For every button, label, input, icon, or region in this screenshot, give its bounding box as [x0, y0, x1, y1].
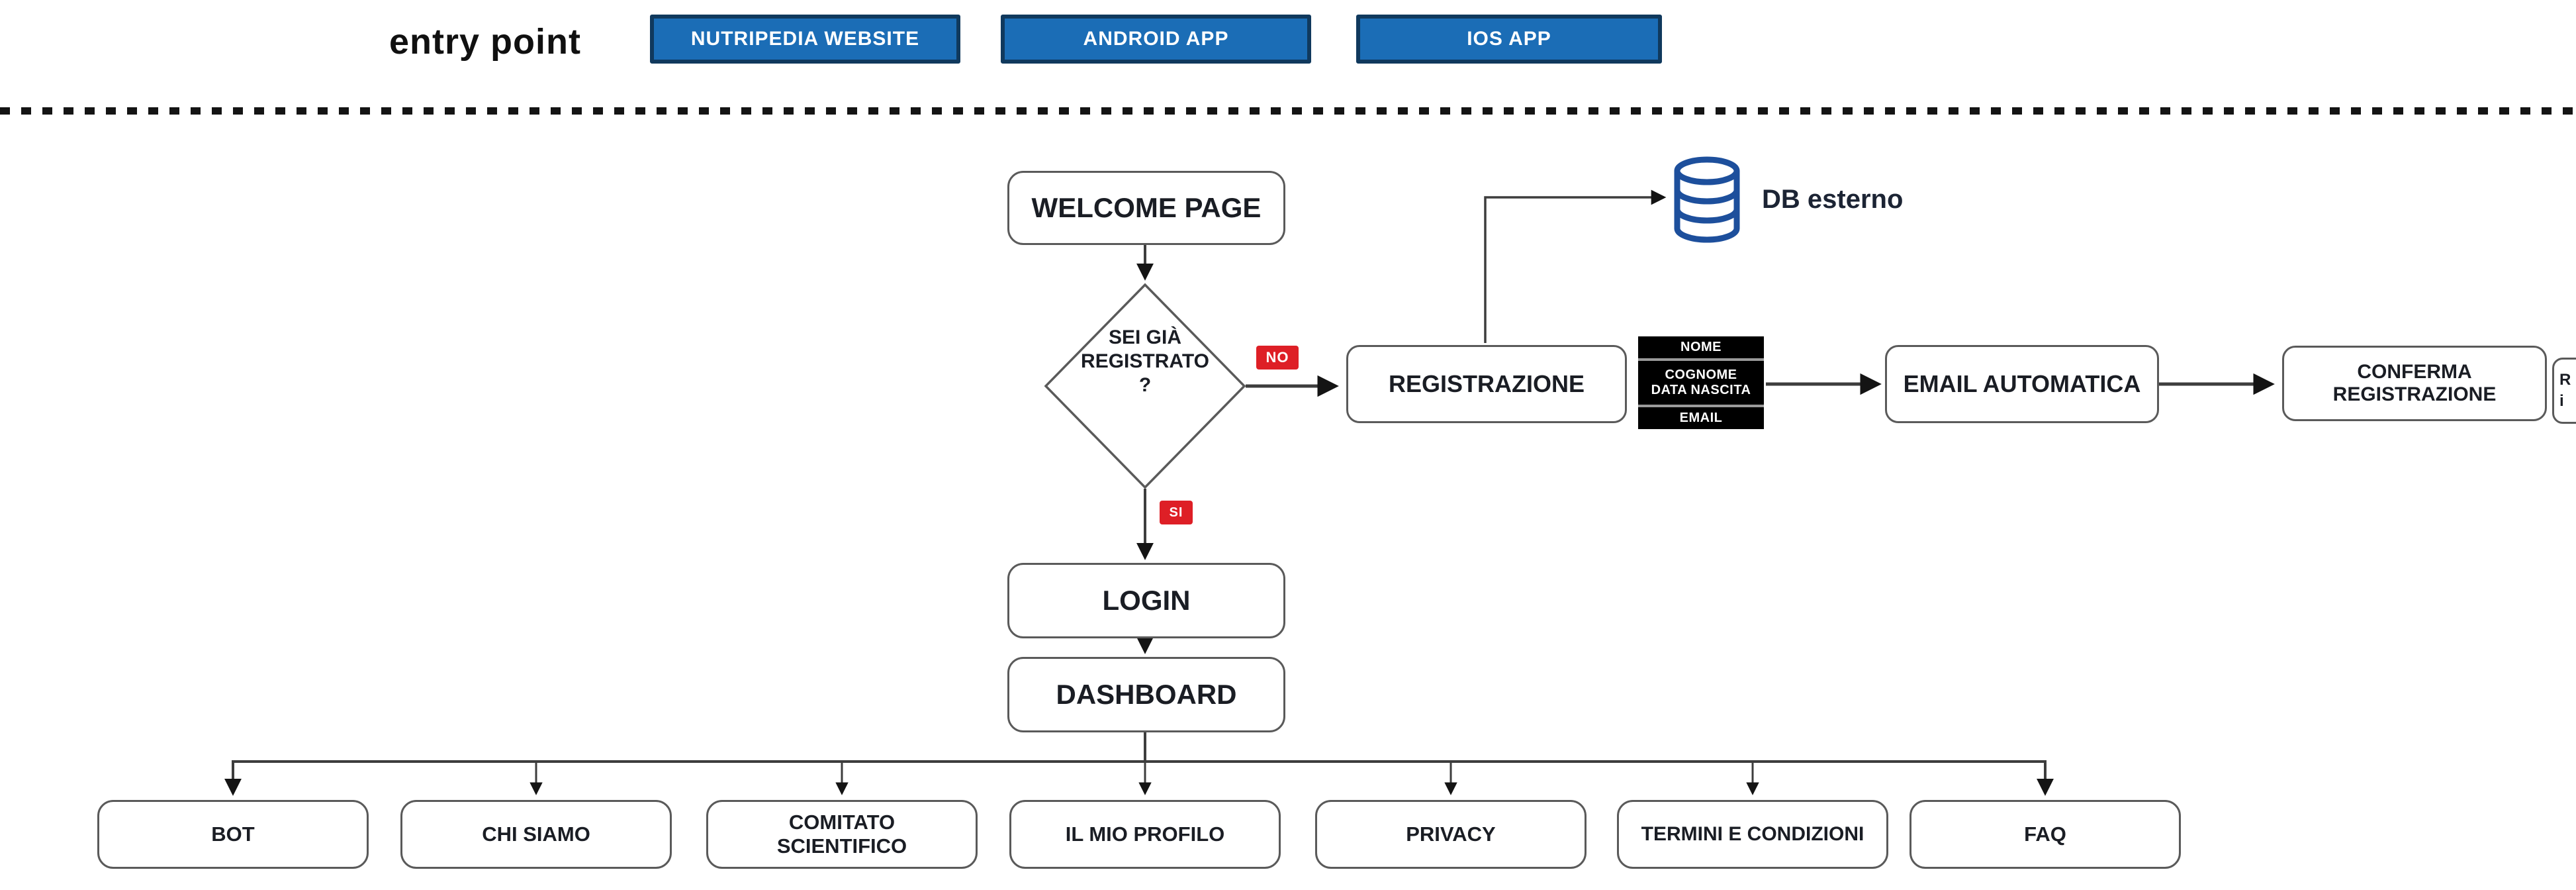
branch-label-si: SI	[1160, 501, 1193, 524]
node-registrazione: REGISTRAZIONE	[1346, 345, 1627, 423]
node-welcome-page: WELCOME PAGE	[1007, 171, 1285, 245]
field-row: NOME	[1638, 336, 1764, 358]
database-icon	[1674, 156, 1740, 243]
node-email-automatica: EMAIL AUTOMATICA	[1885, 345, 2159, 423]
field-row: EMAIL	[1638, 405, 1764, 429]
clipped-box-line-1: R	[2559, 371, 2571, 389]
db-esterno-label: DB esterno	[1762, 184, 1904, 214]
entry-point-label: entry point	[389, 22, 581, 62]
conferma-line-1: CONFERMA	[2357, 360, 2472, 383]
field-row: COGNOME DATA NASCITA	[1638, 358, 1764, 405]
field-cognome: COGNOME	[1665, 368, 1737, 382]
decision-line-1: SEI GIÀ	[1108, 326, 1182, 348]
decision-diamond	[1044, 283, 1246, 489]
connector-distribution-line	[224, 760, 2054, 796]
dotted-divider	[0, 107, 2576, 115]
node-il-mio-profilo: IL MIO PROFILO	[1009, 800, 1281, 869]
conferma-line-2: REGISTRAZIONE	[2332, 383, 2497, 405]
node-comitato-scientifico: COMITATO SCIENTIFICO	[706, 800, 978, 869]
clipped-box: R i	[2552, 358, 2576, 424]
entry-button-nutripedia-website[interactable]: NUTRIPEDIA WEBSITE	[650, 15, 960, 64]
registration-fields-box: NOME COGNOME DATA NASCITA EMAIL	[1638, 336, 1764, 429]
field-nome: NOME	[1680, 340, 1722, 354]
connector-registrazione-db	[1484, 189, 1667, 343]
decision-line-3: ?	[1138, 374, 1152, 396]
field-data-nascita: DATA NASCITA	[1651, 383, 1751, 397]
branch-label-no: NO	[1256, 346, 1299, 370]
node-conferma-registrazione: CONFERMA REGISTRAZIONE	[2282, 346, 2547, 421]
decision-question: SEI GIÀ REGISTRATO ?	[1052, 326, 1238, 397]
node-login: LOGIN	[1007, 563, 1285, 638]
entry-button-ios-app[interactable]: IOS APP	[1356, 15, 1662, 64]
node-privacy: PRIVACY	[1315, 800, 1587, 869]
node-faq: FAQ	[1909, 800, 2181, 869]
node-chi-siamo: CHI SIAMO	[400, 800, 672, 869]
node-bot: BOT	[97, 800, 369, 869]
node-dashboard: DASHBOARD	[1007, 657, 1285, 732]
field-email: EMAIL	[1679, 411, 1723, 425]
node-termini-condizioni: TERMINI E CONDIZIONI	[1617, 800, 1888, 869]
decision-line-2: REGISTRATO	[1081, 350, 1209, 372]
entry-button-android-app[interactable]: ANDROID APP	[1001, 15, 1311, 64]
clipped-box-line-2: i	[2559, 392, 2564, 410]
